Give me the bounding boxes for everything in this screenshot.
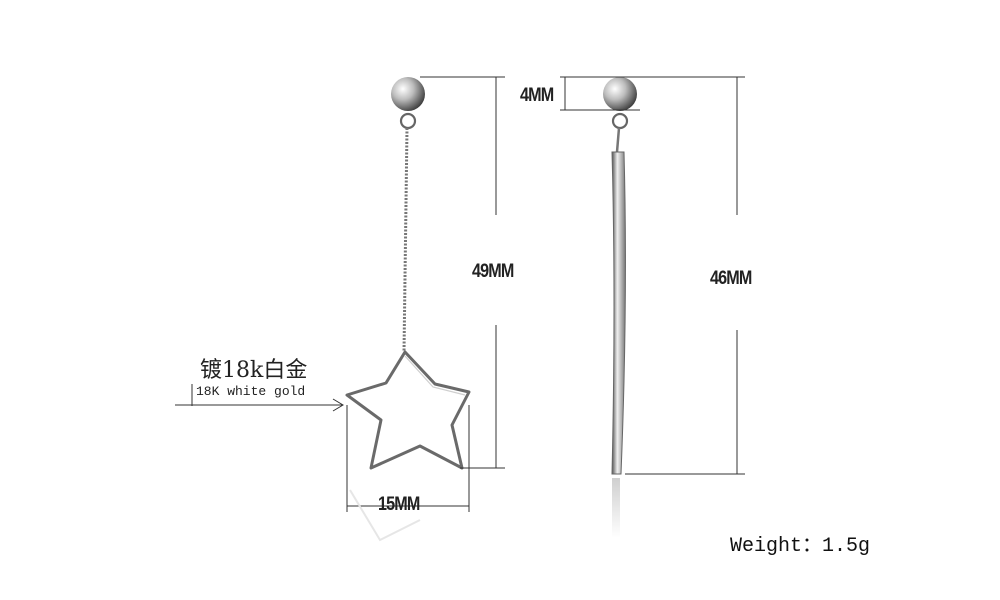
dimension-label-15mm: 15MM (378, 494, 420, 515)
bar-reflection (612, 478, 620, 538)
star-pendant (345, 350, 471, 470)
dimension-4mm (560, 76, 640, 111)
material-label-en: 18K white gold (196, 384, 306, 399)
dimension-label-46mm: 46MM (710, 268, 752, 289)
dimension-label-4mm: 4MM (520, 85, 554, 106)
dimension-label-49mm: 49MM (472, 261, 514, 282)
weight-label: Weight：1.5g (730, 535, 871, 558)
stud-ball-right (603, 77, 637, 111)
star-earring (345, 77, 471, 470)
dimension-46mm (625, 76, 745, 475)
box-chain (402, 127, 409, 353)
bar-earring (603, 77, 637, 538)
material-pointer (175, 384, 344, 412)
star-reflection (349, 489, 421, 542)
dimension-15mm (346, 405, 470, 512)
material-label-cn: 镀18k白金 (200, 358, 308, 383)
stud-ball-left (391, 77, 425, 111)
stud-loop-left (399, 112, 417, 130)
dimension-49mm (420, 76, 505, 469)
stud-loop-right (611, 112, 629, 130)
bar-pendant (611, 151, 626, 475)
